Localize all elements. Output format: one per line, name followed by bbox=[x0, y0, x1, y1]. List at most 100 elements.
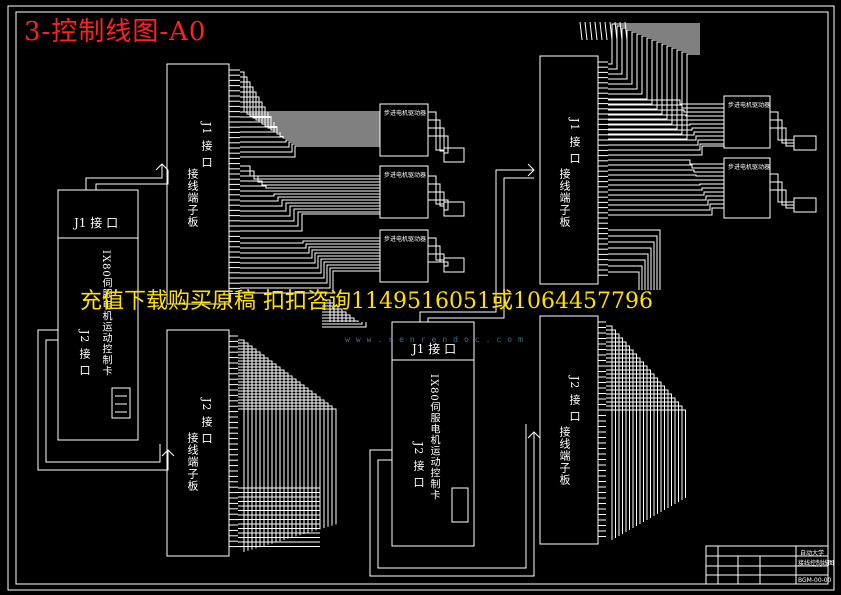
upper-right-j1-label: J1 接 口 bbox=[568, 118, 581, 165]
wire bbox=[608, 169, 724, 173]
wire bbox=[238, 381, 301, 536]
wire bbox=[322, 311, 347, 322]
wire bbox=[606, 325, 613, 540]
wire bbox=[240, 261, 380, 279]
wire bbox=[322, 322, 367, 328]
wire bbox=[608, 109, 724, 113]
wire bbox=[240, 205, 380, 217]
wire bbox=[608, 195, 724, 201]
wire bbox=[608, 53, 700, 140]
wire bbox=[608, 271, 640, 290]
wire bbox=[240, 240, 380, 244]
wire bbox=[322, 322, 363, 325]
wire bbox=[238, 405, 333, 526]
middle-card-name: IX80伺服电机运动控制卡 bbox=[428, 374, 439, 501]
wire bbox=[608, 247, 652, 290]
wire bbox=[238, 354, 265, 546]
wire bbox=[579, 21, 583, 41]
wire bbox=[608, 164, 724, 169]
wire bbox=[606, 381, 662, 512]
wire bbox=[604, 21, 608, 41]
wire-group bbox=[229, 21, 794, 552]
wire bbox=[608, 114, 724, 117]
wire bbox=[238, 396, 321, 530]
wire bbox=[608, 139, 724, 146]
sheet-border bbox=[7, 5, 835, 591]
driver-4-label: 步进电机驱动器 bbox=[728, 102, 771, 109]
wire bbox=[614, 21, 618, 41]
wire bbox=[238, 345, 253, 550]
wire bbox=[608, 187, 724, 191]
left-card-j1-label: J1 接 口 bbox=[74, 216, 119, 230]
motor-5 bbox=[793, 197, 817, 213]
wire bbox=[238, 372, 289, 539]
wire bbox=[240, 252, 380, 264]
wire bbox=[240, 249, 380, 259]
wire bbox=[240, 111, 380, 129]
wire bbox=[608, 43, 700, 115]
wire bbox=[770, 189, 794, 209]
wire bbox=[240, 145, 380, 158]
wire bbox=[606, 401, 679, 502]
lower-left-j2-label: J2 接 口 bbox=[200, 398, 213, 445]
wire bbox=[240, 264, 380, 284]
left-dip-switch bbox=[111, 387, 131, 419]
wire bbox=[240, 243, 380, 249]
driver-3-label: 步进电机驱动器 bbox=[384, 236, 427, 243]
lower-left-board-label: 接线端子板 bbox=[186, 432, 199, 492]
wire bbox=[619, 21, 623, 41]
wire bbox=[322, 320, 359, 322]
wire bbox=[238, 351, 261, 548]
wire bbox=[606, 365, 648, 520]
wire bbox=[608, 259, 646, 290]
wire bbox=[238, 384, 305, 534]
wire bbox=[240, 143, 380, 153]
wire bbox=[240, 170, 380, 180]
wire bbox=[240, 165, 380, 177]
wire bbox=[608, 123, 724, 126]
motor-1 bbox=[443, 147, 465, 163]
wire bbox=[606, 369, 651, 518]
wire bbox=[238, 339, 245, 552]
wire bbox=[624, 21, 628, 41]
wire bbox=[608, 35, 700, 95]
wire bbox=[240, 71, 380, 113]
wire bbox=[428, 183, 444, 207]
wire bbox=[606, 353, 637, 526]
middle-card-j1-label: J1 接 口 bbox=[412, 342, 457, 356]
wire bbox=[606, 405, 683, 500]
title-block bbox=[705, 545, 829, 585]
wire bbox=[606, 409, 686, 498]
wire bbox=[238, 402, 329, 527]
wire bbox=[608, 174, 724, 177]
wire bbox=[608, 265, 643, 290]
wire bbox=[608, 27, 700, 75]
title-block-name: 接线控制线图 bbox=[798, 560, 835, 567]
wire bbox=[606, 357, 641, 524]
wire bbox=[608, 51, 700, 135]
terminal-board-j1-right bbox=[539, 55, 599, 285]
wire bbox=[238, 375, 293, 538]
motor-3 bbox=[443, 257, 465, 273]
wire bbox=[608, 39, 700, 105]
wire bbox=[240, 96, 380, 123]
title-block-school: 自动大学 bbox=[800, 550, 825, 557]
wire bbox=[238, 366, 281, 542]
title-block-number: BGM-00-00 bbox=[798, 577, 832, 584]
wire bbox=[608, 47, 700, 125]
wire bbox=[608, 41, 700, 110]
wire bbox=[238, 399, 325, 528]
wire bbox=[428, 111, 444, 151]
wire bbox=[606, 341, 627, 532]
cable-arrow-middle-bottom bbox=[369, 431, 541, 577]
wire bbox=[606, 345, 630, 530]
wire bbox=[240, 270, 380, 294]
wire bbox=[599, 21, 603, 41]
wire bbox=[608, 203, 724, 211]
wire bbox=[240, 131, 380, 137]
wire bbox=[240, 202, 380, 212]
wire bbox=[608, 159, 724, 165]
wire bbox=[606, 333, 620, 536]
wire bbox=[238, 360, 273, 544]
wire bbox=[240, 208, 380, 222]
